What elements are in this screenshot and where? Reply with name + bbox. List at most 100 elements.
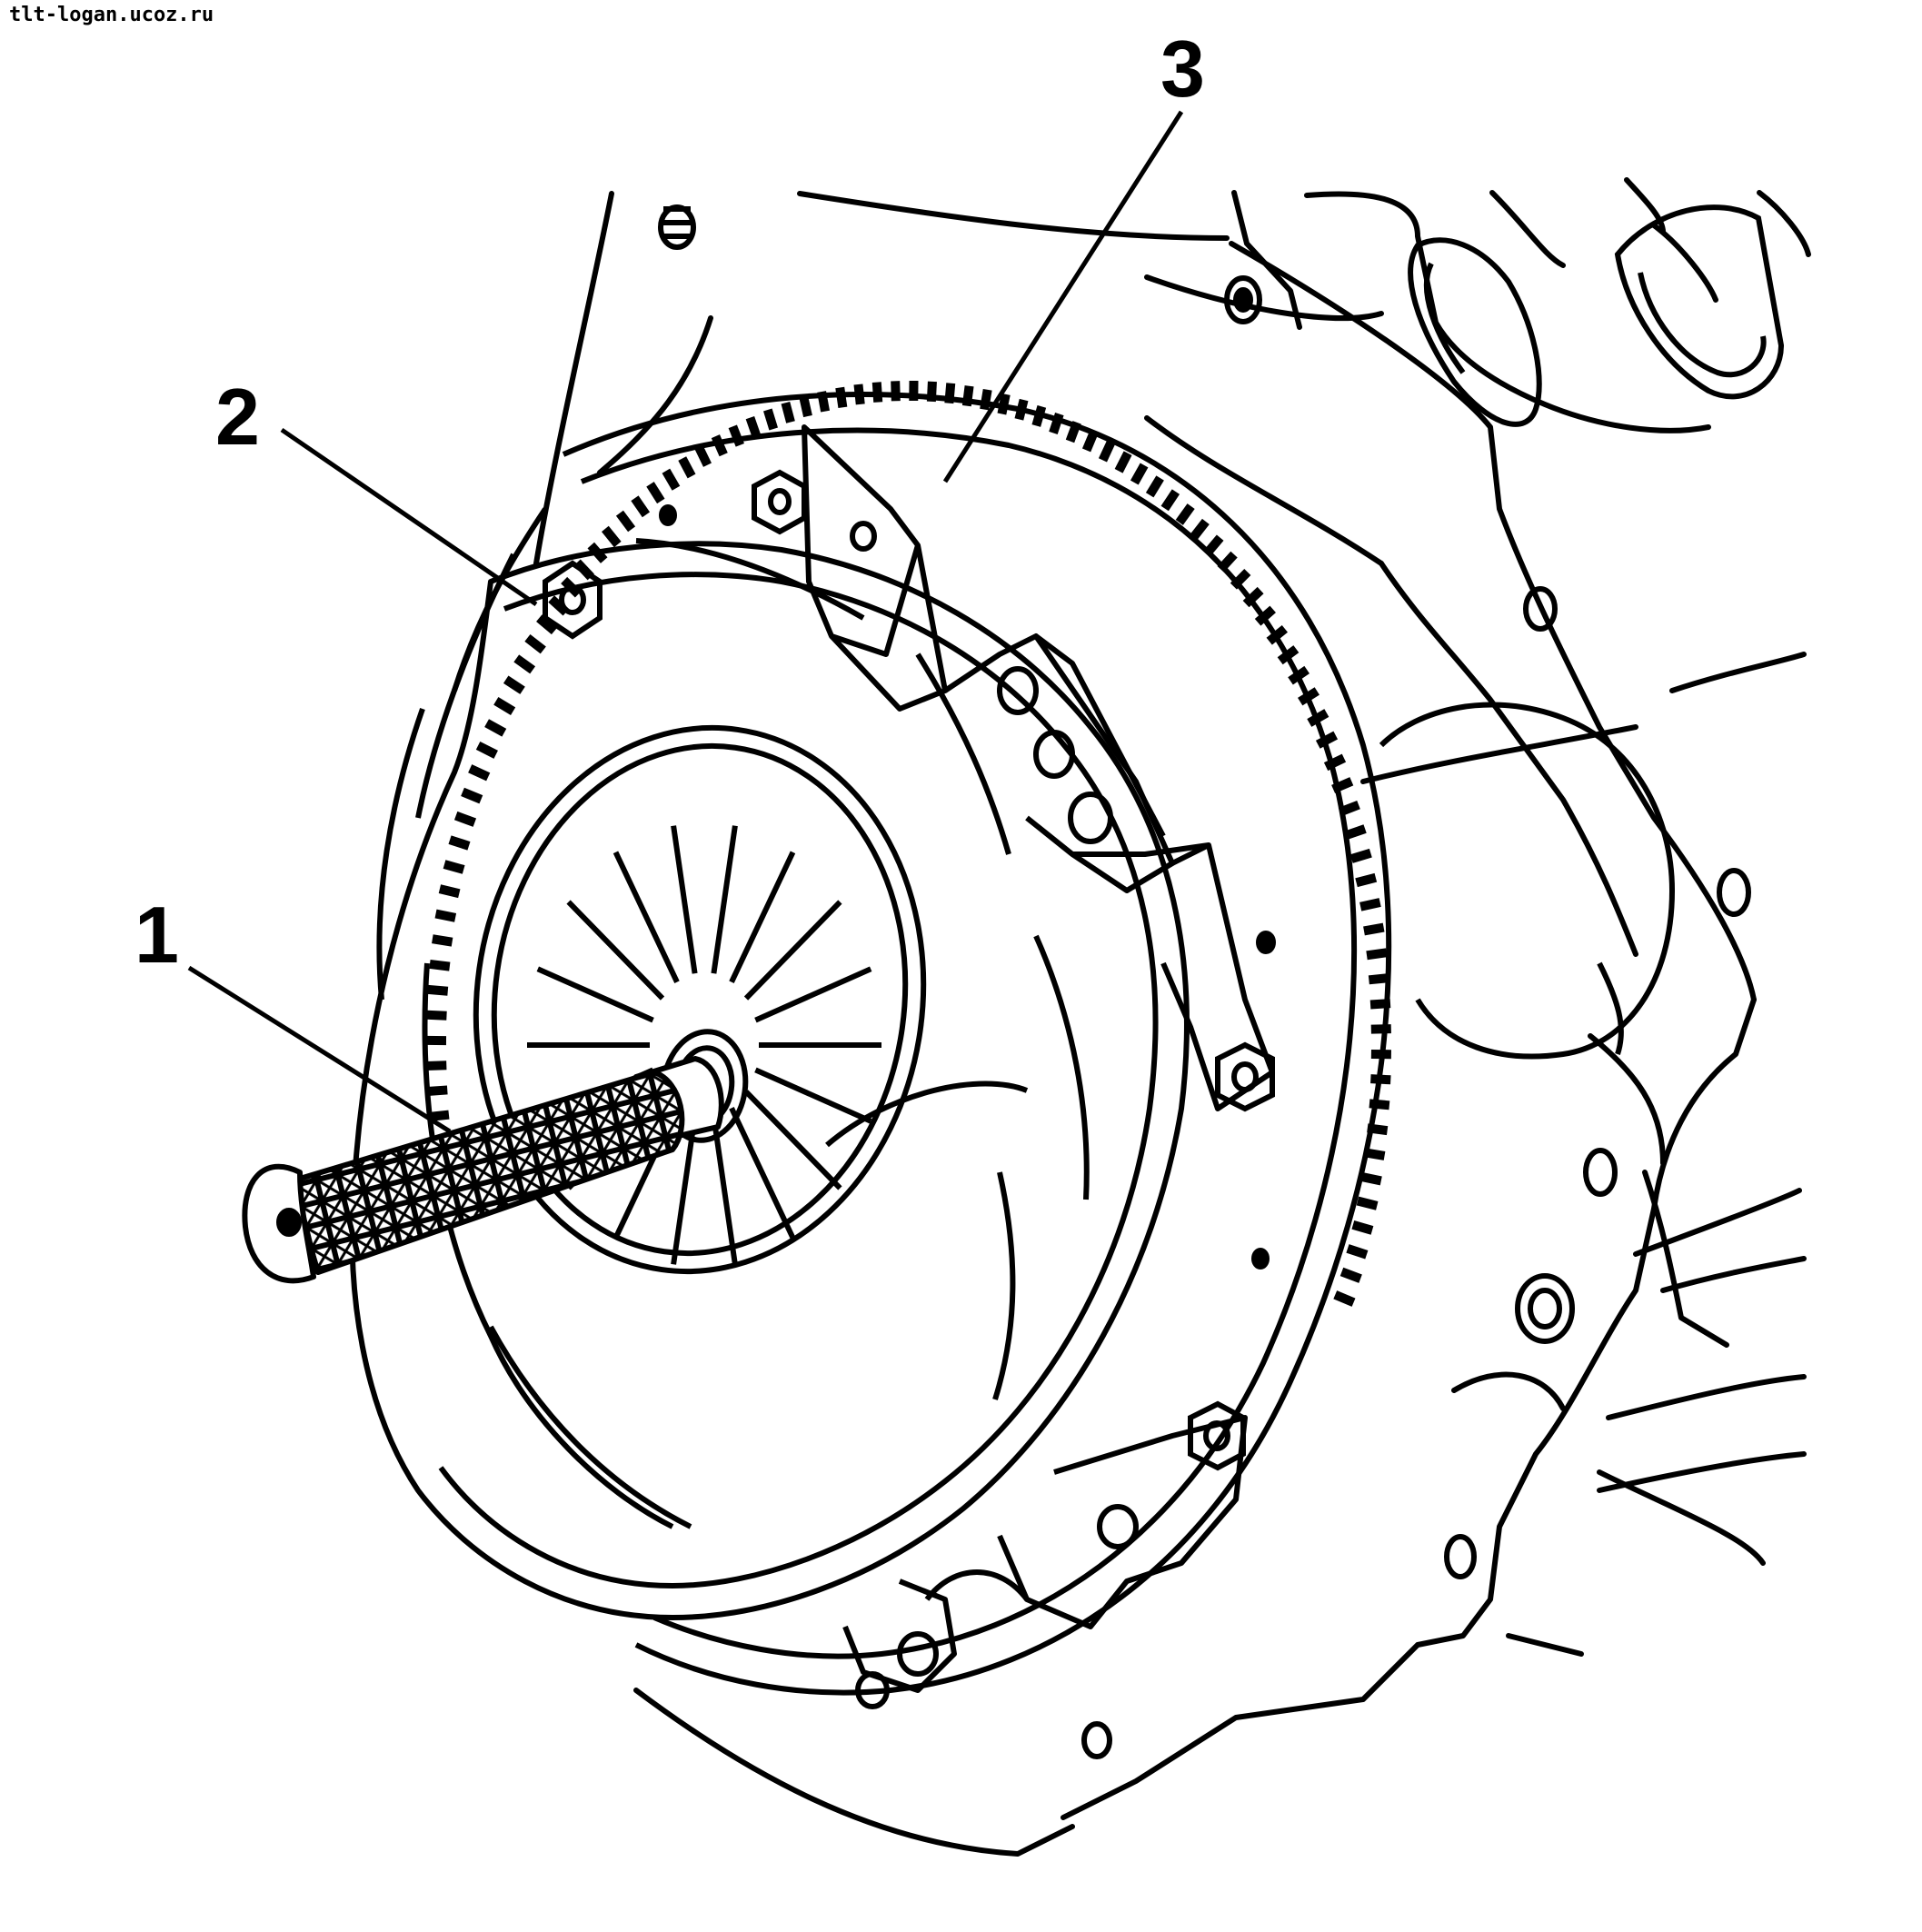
spring-finger xyxy=(743,1090,842,1190)
gear-tooth xyxy=(1049,412,1064,435)
gear-tooth xyxy=(615,510,636,533)
gear-tooth xyxy=(453,811,477,827)
gear-tooth xyxy=(853,383,865,405)
gear-tooth xyxy=(1351,1220,1374,1235)
gear-tooth xyxy=(461,787,483,804)
gear-tooth xyxy=(799,395,812,418)
gear-tooth xyxy=(484,719,507,737)
gear-tooth xyxy=(429,959,451,971)
gear-tooth xyxy=(1356,1196,1379,1210)
gear-tooth xyxy=(817,391,831,413)
gear-tooth xyxy=(1344,824,1367,840)
gear-tooth xyxy=(1363,922,1385,936)
gear-tooth xyxy=(1242,586,1264,608)
gear-tooth xyxy=(728,424,744,447)
gear-tooth xyxy=(1098,440,1116,463)
gear-tooth xyxy=(1369,999,1391,1010)
ring-gear-teeth xyxy=(425,380,1391,1307)
housing-bolt-holes xyxy=(1081,275,1751,1759)
gear-tooth xyxy=(1349,848,1372,863)
gear-tooth xyxy=(662,468,681,491)
gear-tooth xyxy=(1298,687,1320,706)
leader-line-1 xyxy=(187,965,452,1134)
callout-3: 3 xyxy=(1160,24,1205,114)
leader-line-2 xyxy=(280,427,538,607)
gear-tooth xyxy=(1366,948,1388,961)
gear-tooth xyxy=(1266,625,1289,645)
gear-tooth xyxy=(432,934,453,947)
gear-tooth xyxy=(1065,421,1081,443)
gear-tooth xyxy=(646,482,665,504)
gear-tooth xyxy=(1277,645,1300,665)
gear-tooth xyxy=(909,380,919,402)
gear-tooth xyxy=(1203,534,1224,556)
gear-tooth xyxy=(980,389,992,411)
gear-tooth xyxy=(1114,451,1132,473)
spring-finger xyxy=(566,900,665,1001)
gear-tooth xyxy=(678,456,696,479)
gear-tooth xyxy=(1031,404,1047,427)
gear-tooth xyxy=(1368,973,1389,985)
gear-tooth xyxy=(961,385,974,407)
gear-tooth xyxy=(891,381,901,402)
spring-finger xyxy=(671,825,698,974)
gear-tooth xyxy=(1333,1290,1356,1307)
gear-tooth xyxy=(1254,605,1276,626)
diaphragm-spring xyxy=(473,724,927,1275)
gear-tooth xyxy=(428,1110,450,1121)
crankshaft-bore xyxy=(1379,702,1676,1060)
gear-tooth xyxy=(1323,753,1347,772)
gear-tooth xyxy=(1190,518,1210,541)
gear-tooth xyxy=(1175,503,1195,525)
gear-tooth xyxy=(601,525,622,548)
gear-tooth xyxy=(1360,1172,1382,1186)
gear-tooth xyxy=(503,675,525,694)
spring-finger xyxy=(729,1107,796,1240)
gear-tooth xyxy=(1346,1244,1369,1260)
gear-tooth xyxy=(468,764,491,782)
centering-mandrel xyxy=(242,1056,724,1284)
spring-finger xyxy=(536,966,654,1023)
spring-finger xyxy=(612,851,680,983)
gear-tooth xyxy=(425,1035,447,1046)
gear-tooth xyxy=(1355,872,1378,888)
gear-tooth xyxy=(781,401,795,423)
clutch-pressure-plate xyxy=(349,538,1190,1620)
spring-finger xyxy=(754,1067,872,1124)
spring-finger xyxy=(711,825,738,974)
spring-finger xyxy=(711,1116,738,1265)
gear-tooth xyxy=(1288,665,1310,685)
gear-tooth xyxy=(536,614,558,635)
gear-tooth xyxy=(763,408,778,431)
spring-finger xyxy=(729,851,796,983)
gear-tooth xyxy=(745,415,762,439)
gear-tooth xyxy=(1217,551,1238,573)
gear-tooth xyxy=(835,386,848,409)
gear-tooth xyxy=(1145,475,1164,498)
gear-tooth xyxy=(1364,1148,1386,1160)
spring-finger xyxy=(754,966,872,1023)
pressure-plate-bolts xyxy=(543,469,1276,1709)
gear-tooth xyxy=(475,741,498,759)
gear-tooth xyxy=(1160,489,1180,512)
callout-1: 1 xyxy=(134,890,179,980)
gear-tooth xyxy=(1370,1049,1391,1060)
gear-tooth xyxy=(1331,777,1354,794)
gear-tooth xyxy=(443,860,465,874)
gear-tooth xyxy=(524,634,546,654)
gear-tooth xyxy=(1339,1267,1362,1283)
gear-tooth xyxy=(694,444,712,467)
gear-tooth xyxy=(871,382,883,403)
gear-tooth xyxy=(426,1085,448,1096)
gear-tooth xyxy=(438,884,461,899)
callout-2: 2 xyxy=(215,372,260,462)
gear-tooth xyxy=(426,1010,447,1021)
gear-tooth xyxy=(926,381,937,403)
gear-tooth xyxy=(513,654,536,674)
gear-tooth xyxy=(1338,800,1360,817)
gear-tooth xyxy=(434,909,457,922)
gear-tooth xyxy=(1315,731,1339,749)
gear-tooth xyxy=(631,495,651,518)
leader-line-3 xyxy=(942,110,1184,483)
